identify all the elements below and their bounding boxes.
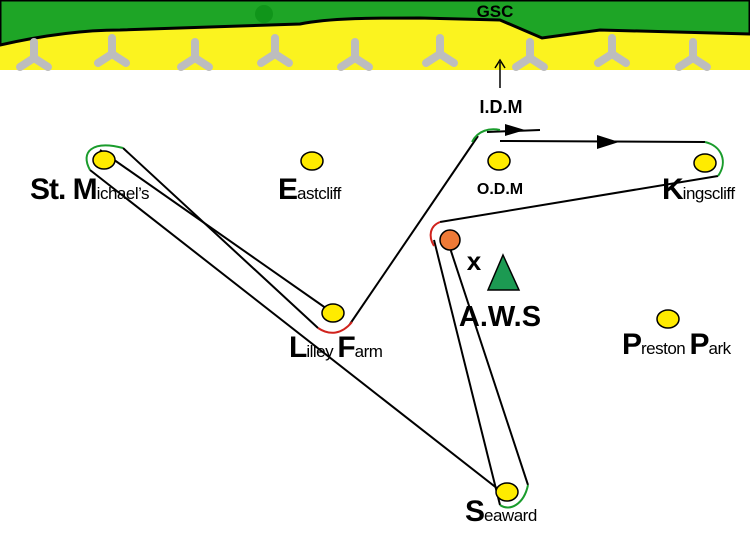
marker-balls: [92, 150, 717, 502]
orange-ball: [439, 229, 461, 251]
aws-label: A.W.S: [459, 301, 541, 333]
gsc-title: GSC: [477, 2, 514, 21]
breakwater-tripod: [177, 38, 213, 71]
label-seaward: Seaward: [465, 497, 537, 527]
green-dot: [255, 5, 273, 23]
breakwater-tripod: [16, 38, 52, 71]
ball-odm: [487, 151, 511, 171]
arrow-head-2: [597, 135, 619, 149]
breakwater-tripod: [94, 34, 130, 67]
breakwater-tripod: [422, 34, 458, 67]
ball-seaward: [495, 482, 519, 502]
label-seaward-rest: eaward: [484, 506, 537, 525]
label-preston-park-rest2: ark: [708, 339, 732, 358]
aws-triangle: [486, 253, 521, 291]
label-lilley-farm-cap1: L: [289, 331, 307, 364]
ball-eastcliff: [300, 151, 324, 171]
label-preston-park-rest1: reston: [641, 339, 690, 358]
label-preston-park: Preston Park: [622, 330, 731, 360]
label-kingscliff: Kingscliff: [662, 175, 735, 205]
label-st-michaels-cap: St. M: [30, 173, 98, 206]
ball-st-michaels: [92, 150, 116, 170]
turn-marks: [85, 128, 724, 509]
label-lilley-farm-cap2: F: [337, 331, 355, 364]
breakwater-tripod: [337, 38, 373, 71]
label-lilley-farm-rest2: arm: [354, 342, 383, 361]
label-preston-park-cap1: P: [622, 328, 642, 361]
ball-kingscliff: [693, 153, 717, 173]
grass-area: [0, 0, 750, 47]
breakwater-tripod: [257, 34, 293, 67]
breakwater-tripod: [594, 34, 630, 67]
sand-strip: [0, 18, 750, 70]
label-kingscliff-cap: K: [662, 173, 684, 206]
breakwater-tripod: [675, 38, 711, 71]
label-eastcliff-cap: E: [278, 173, 298, 206]
course-track: [89, 129, 719, 506]
label-st-michaels-rest: ichael’s: [96, 184, 150, 203]
label-st-michaels: St. Michael’s: [30, 173, 150, 206]
label-lilley-farm-rest1: illey: [306, 342, 338, 361]
label-lilley-farm: Lilley Farm: [289, 331, 383, 364]
label-eastcliff: Eastcliff: [278, 175, 341, 205]
x-mark: x: [467, 246, 482, 276]
breakwater-tripod: [512, 38, 548, 71]
label-kingscliff-rest: ingscliff: [682, 184, 735, 203]
label-seaward-cap: S: [465, 495, 485, 528]
idm-label: I.D.M: [480, 97, 523, 117]
arrow-head-1: [505, 124, 525, 136]
label-preston-park-cap2: P: [689, 328, 710, 361]
odm-label: O.D.M: [477, 181, 523, 198]
idm-arrow-icon: [494, 58, 506, 88]
ball-preston-park: [656, 309, 680, 329]
ball-lilley-farm: [321, 303, 345, 323]
breakwaters: [16, 34, 711, 71]
label-eastcliff-rest: astcliff: [297, 184, 341, 203]
